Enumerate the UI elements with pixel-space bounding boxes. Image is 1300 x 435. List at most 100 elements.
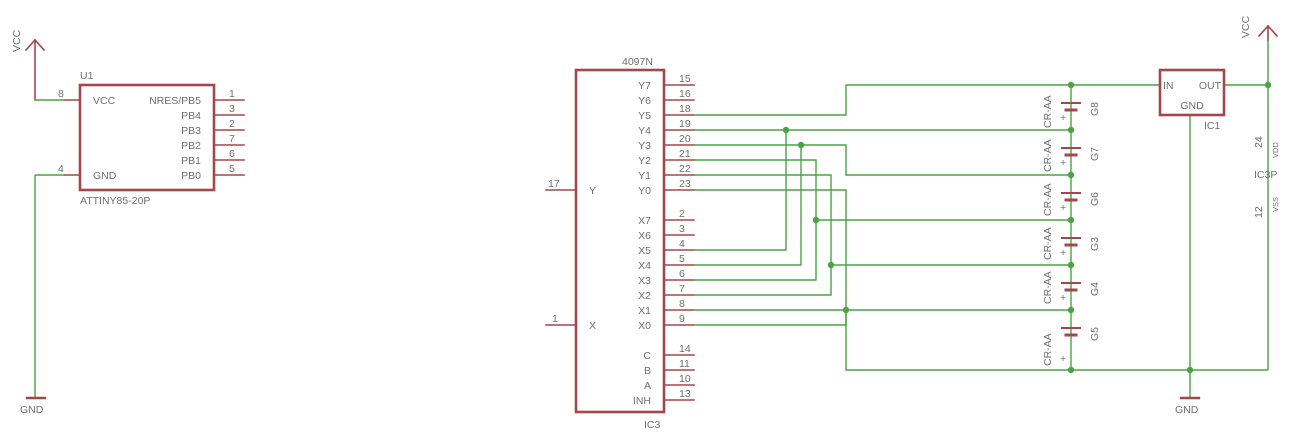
- net-node-3: [694, 159, 1071, 221]
- u1-pin-pb0: 5 PB0: [181, 163, 245, 182]
- svg-text:G5: G5: [1089, 327, 1101, 341]
- svg-text:7: 7: [229, 133, 235, 145]
- svg-text:18: 18: [679, 103, 691, 115]
- ic3-pin-b: 11B: [644, 358, 695, 377]
- svg-text:Y2: Y2: [638, 155, 651, 167]
- u1-ref: U1: [80, 70, 94, 82]
- battery-stack: + G8 CR-AA + G7 CR-AA + G6 CR-AA + G3 CR…: [1042, 95, 1101, 366]
- svg-text:Y7: Y7: [638, 80, 651, 92]
- net-node-1-x5: [694, 130, 787, 251]
- ic3-pin-x: 1 X: [545, 313, 596, 332]
- svg-text:12: 12: [1253, 206, 1265, 218]
- svg-text:+: +: [1060, 157, 1066, 169]
- svg-text:Y5: Y5: [638, 110, 651, 122]
- ic3-body: [574, 68, 666, 414]
- svg-text:A: A: [644, 380, 651, 392]
- u1-pin-pb4: 3 PB4: [181, 103, 245, 122]
- svg-text:Y0: Y0: [638, 185, 651, 197]
- svg-text:Y6: Y6: [638, 95, 651, 107]
- cell-g7: + G7 CR-AA: [1042, 139, 1101, 172]
- svg-text:1: 1: [229, 88, 235, 100]
- svg-text:+: +: [1060, 247, 1066, 259]
- net-node-5-x0: [694, 310, 847, 326]
- svg-text:X: X: [589, 320, 596, 332]
- svg-text:8: 8: [58, 88, 64, 100]
- net-node-4: [694, 174, 1071, 266]
- svg-text:GND: GND: [93, 170, 117, 182]
- ic1-regulator: IN OUT GND IC1: [1158, 68, 1226, 132]
- svg-text:16: 16: [679, 88, 691, 100]
- svg-text:8: 8: [679, 298, 685, 310]
- svg-text:CR-AA: CR-AA: [1042, 139, 1054, 172]
- svg-text:G8: G8: [1089, 102, 1101, 116]
- svg-text:22: 22: [679, 163, 691, 175]
- svg-text:2: 2: [679, 208, 685, 220]
- svg-text:15: 15: [679, 73, 691, 85]
- svg-text:21: 21: [679, 148, 691, 160]
- svg-text:+: +: [1060, 202, 1066, 214]
- svg-text:OUT: OUT: [1199, 80, 1222, 92]
- cell-g8: + G8 CR-AA: [1042, 95, 1101, 128]
- u1-pin-pb1: 6 PB1: [181, 148, 245, 167]
- u1-body: [78, 83, 216, 192]
- svg-text:G3: G3: [1089, 237, 1101, 251]
- svg-text:20: 20: [679, 133, 691, 145]
- svg-text:+: +: [1060, 112, 1066, 124]
- svg-text:Y1: Y1: [638, 170, 651, 182]
- vcc-label-left: VCC: [11, 29, 23, 52]
- vcc-symbol-right: VCC: [1240, 15, 1279, 41]
- u1-pin-nres-pb5: 1 NRES/PB5: [149, 88, 245, 107]
- vcc-label-right: VCC: [1240, 15, 1252, 38]
- svg-text:10: 10: [679, 373, 691, 385]
- svg-text:+: +: [1060, 353, 1066, 365]
- svg-text:VSS: VSS: [1271, 197, 1280, 212]
- svg-text:X5: X5: [638, 245, 651, 257]
- svg-text:X1: X1: [638, 305, 651, 317]
- ic3-pin-c: 14C: [643, 343, 695, 362]
- svg-text:Y: Y: [589, 185, 596, 197]
- svg-text:7: 7: [679, 283, 685, 295]
- svg-text:24: 24: [1253, 136, 1265, 148]
- svg-text:X2: X2: [638, 290, 651, 302]
- nets: [694, 40, 1269, 398]
- svg-text:PB4: PB4: [181, 110, 201, 122]
- ic3-pin-y: 17 Y: [545, 178, 596, 197]
- u1-pin-pb3: 2 PB3: [181, 118, 245, 137]
- svg-text:4: 4: [679, 238, 685, 250]
- svg-text:5: 5: [679, 253, 685, 265]
- svg-text:3: 3: [679, 223, 685, 235]
- cell-g4: + G4 CR-AA: [1042, 271, 1101, 304]
- svg-text:6: 6: [229, 148, 235, 160]
- ic3-pin-x4: 5X4: [638, 253, 695, 272]
- ic3-pin-x2: 7X2: [638, 283, 695, 302]
- svg-text:NRES/PB5: NRES/PB5: [149, 95, 201, 107]
- ic3-pin-x1: 8X1: [638, 298, 695, 317]
- svg-text:14: 14: [679, 343, 691, 355]
- net-bottom-rail: [694, 189, 1268, 371]
- svg-text:C: C: [643, 350, 651, 362]
- svg-text:X7: X7: [638, 215, 651, 227]
- svg-text:3: 3: [229, 103, 235, 115]
- svg-text:X4: X4: [638, 260, 651, 272]
- ic3p-power: 24 VDD IC3P 12 VSS: [1253, 136, 1280, 218]
- svg-text:X3: X3: [638, 275, 651, 287]
- svg-text:4: 4: [58, 163, 64, 175]
- svg-text:2: 2: [229, 118, 235, 130]
- junctions: [782, 81, 1272, 374]
- svg-text:PB1: PB1: [181, 155, 201, 167]
- net-node-3-x3: [694, 220, 817, 281]
- net-node-4-x2: [694, 265, 832, 296]
- svg-text:G7: G7: [1089, 147, 1101, 161]
- net-top-rail: [694, 84, 1160, 116]
- vcc-symbol-left: VCC: [11, 29, 46, 101]
- u1-value: ATTINY85-20P: [80, 195, 150, 207]
